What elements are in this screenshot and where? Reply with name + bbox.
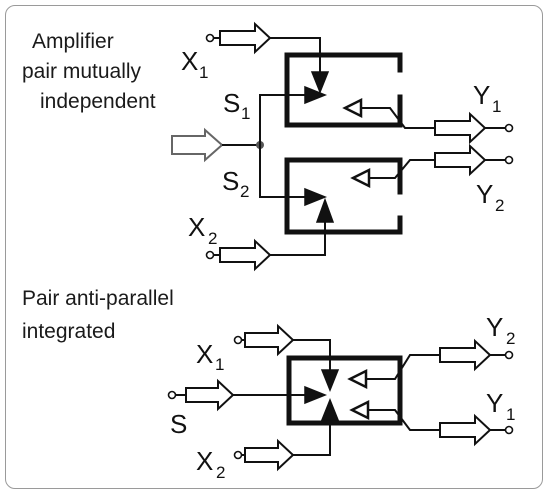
top-control-split (171, 85, 328, 198)
top-x2-label: X (188, 212, 205, 242)
top-x1-input (205, 21, 330, 95)
top-y1-output (342, 97, 514, 145)
top-amp2-box (284, 157, 403, 235)
top-s2-arrow (304, 187, 328, 207)
bottom-x1-label: X (196, 339, 213, 369)
top-y2-label: Y (476, 179, 493, 209)
top-y2-sub: 2 (495, 196, 504, 215)
top-x1-label: X (181, 46, 198, 76)
top-s2-sub: 2 (240, 182, 249, 201)
top-y2-output (350, 143, 514, 189)
bottom-y2-label: Y (486, 312, 503, 342)
bottom-s-label: S (170, 409, 187, 439)
top-x2-input (205, 197, 335, 272)
top-x1-sub: 1 (199, 63, 208, 82)
bottom-x2-sub: 2 (216, 463, 225, 482)
top-s1-label: S (223, 88, 240, 118)
bottom-x2-input (233, 397, 340, 472)
bottom-y2-sub: 2 (506, 329, 515, 348)
top-y1-sub: 1 (492, 97, 501, 116)
top-s1-sub: 1 (241, 104, 250, 123)
top-s2-label: S (222, 166, 239, 196)
bottom-x1-sub: 1 (215, 355, 224, 374)
bottom-y1-output (349, 399, 514, 447)
bottom-caption-line2: integrated (22, 320, 115, 343)
top-x2-sub: 2 (208, 229, 217, 248)
top-amp1-box (284, 52, 403, 128)
bottom-amp-box (286, 355, 403, 426)
top-caption-line2: pair mutually (22, 60, 142, 83)
top-caption-line3: independent (40, 90, 156, 113)
bottom-x1-input (233, 323, 340, 393)
top-y1-label: Y (473, 80, 490, 110)
bottom-x2-label: X (196, 446, 213, 476)
bottom-y2-output (347, 338, 514, 390)
diagram-frame (5, 5, 543, 489)
bottom-y1-label: Y (486, 388, 503, 418)
bottom-y1-sub: 1 (506, 405, 515, 424)
bottom-caption-line1: Pair anti-parallel (22, 287, 174, 310)
bottom-s-input (167, 378, 328, 412)
top-caption-line1: Amplifier (32, 30, 114, 53)
